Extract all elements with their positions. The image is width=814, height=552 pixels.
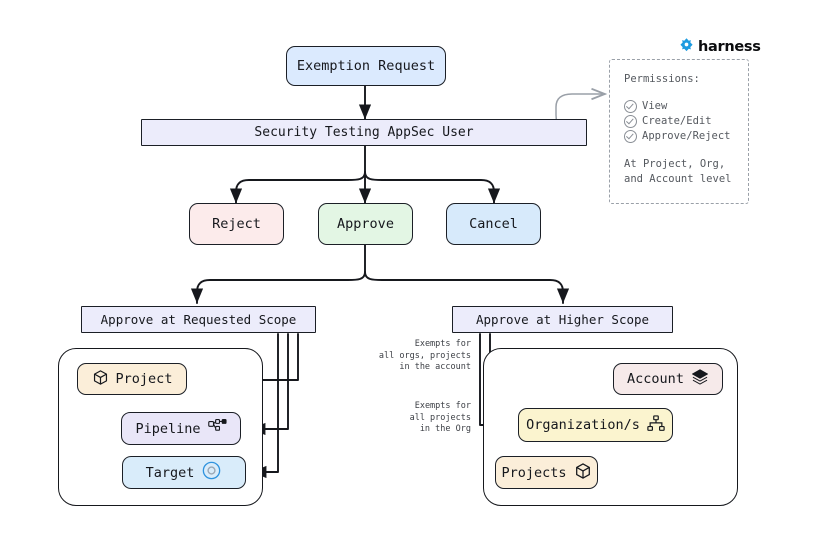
- cube-icon: [92, 369, 109, 390]
- permission-item-approve-reject: Approve/Reject: [624, 129, 748, 144]
- check-circle-icon: [624, 115, 637, 128]
- permission-item-view: View: [624, 99, 748, 114]
- node-pipeline[interactable]: Pipeline: [121, 412, 241, 445]
- target-circle-icon: [201, 460, 222, 485]
- harness-logo-text: harness: [698, 38, 761, 55]
- permission-label: Create/Edit: [642, 115, 712, 127]
- node-pipeline-label: Pipeline: [135, 420, 201, 437]
- permission-label: Approve/Reject: [642, 130, 731, 142]
- node-approve-higher-scope[interactable]: Approve at Higher Scope: [452, 306, 673, 333]
- harness-logo: harness: [678, 36, 761, 57]
- edge-label-org-exempt: Exempts for all projects in the Org: [366, 401, 471, 436]
- check-circle-icon: [624, 100, 637, 113]
- node-cancel[interactable]: Cancel: [446, 203, 541, 245]
- node-appsec-user[interactable]: Security Testing AppSec User: [141, 119, 587, 146]
- pipeline-nodes-icon: [207, 418, 227, 439]
- node-projects[interactable]: Projects: [495, 456, 598, 489]
- permissions-panel: Permissions: View Create/Edit Approve/Re…: [609, 59, 749, 204]
- node-target[interactable]: Target: [122, 456, 246, 489]
- node-account[interactable]: Account: [613, 363, 723, 395]
- node-reject[interactable]: Reject: [189, 203, 284, 245]
- node-project-label: Project: [115, 371, 173, 387]
- permission-item-create-edit: Create/Edit: [624, 114, 748, 129]
- cube-icon: [574, 462, 592, 484]
- node-account-label: Account: [627, 371, 684, 387]
- node-approve[interactable]: Approve: [318, 203, 413, 245]
- node-exemption-request[interactable]: Exemption Request: [286, 46, 446, 86]
- edge-label-account-exempt: Exempts for all orgs, projects in the ac…: [366, 339, 471, 374]
- node-project[interactable]: Project: [77, 363, 187, 395]
- node-projects-label: Projects: [501, 464, 567, 481]
- harness-clover-icon: [678, 36, 695, 57]
- org-chart-icon: [647, 414, 665, 436]
- node-organizations[interactable]: Organization/s: [518, 408, 673, 442]
- node-target-label: Target: [145, 464, 195, 481]
- permissions-footer: At Project, Org, and Account level: [624, 158, 732, 185]
- node-approve-requested-scope[interactable]: Approve at Requested Scope: [81, 306, 316, 333]
- permission-label: View: [642, 100, 668, 112]
- layers-icon: [691, 368, 709, 390]
- check-circle-icon: [624, 130, 637, 143]
- node-organizations-label: Organization/s: [526, 417, 640, 433]
- permissions-title: Permissions:: [624, 73, 700, 85]
